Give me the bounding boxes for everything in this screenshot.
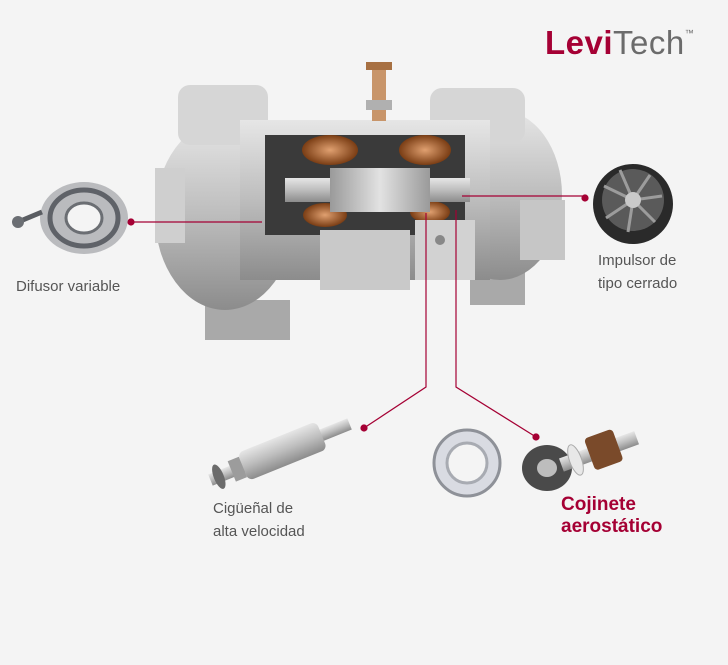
label-impulsor-line2: tipo cerrado <box>598 275 678 292</box>
high-speed-crankshaft-icon <box>208 418 352 489</box>
label-ciguenal-line1: Cigüeñal de <box>213 500 294 517</box>
leader-lines <box>127 194 589 441</box>
label-cojinete: Cojinete aerostático <box>561 494 662 538</box>
compressor-cutaway-icon <box>155 62 565 340</box>
label-impulsor-line1: Impulsor de <box>598 252 677 269</box>
label-ciguenal-line2: alta velocidad <box>213 523 305 540</box>
label-cojinete-line1: Cojinete <box>561 494 636 515</box>
logo-tech: Tech <box>613 24 685 61</box>
aerostatic-bearing-icon <box>432 428 639 498</box>
levitech-logo: LeviTech™ <box>545 24 694 62</box>
leader-line-cojinete <box>455 210 537 438</box>
logo-trademark: ™ <box>684 28 695 38</box>
label-cojinete-line2: aerostático <box>561 516 663 537</box>
leader-line-ciguenal <box>363 213 427 429</box>
variable-diffuser-icon <box>12 182 128 254</box>
leader-dot-impulsor <box>581 194 589 202</box>
label-ciguenal: Cigüeñal de alta velocidad <box>213 497 305 543</box>
closed-impeller-icon <box>593 164 673 244</box>
label-impulsor: Impulsor de tipo cerrado <box>598 249 677 295</box>
logo-levi: Levi <box>545 24 614 61</box>
leader-dot-ciguenal <box>360 424 368 432</box>
leader-dot-difusor <box>127 218 135 226</box>
label-difusor-variable: Difusor variable <box>16 278 121 295</box>
leader-dot-cojinete <box>532 433 540 441</box>
